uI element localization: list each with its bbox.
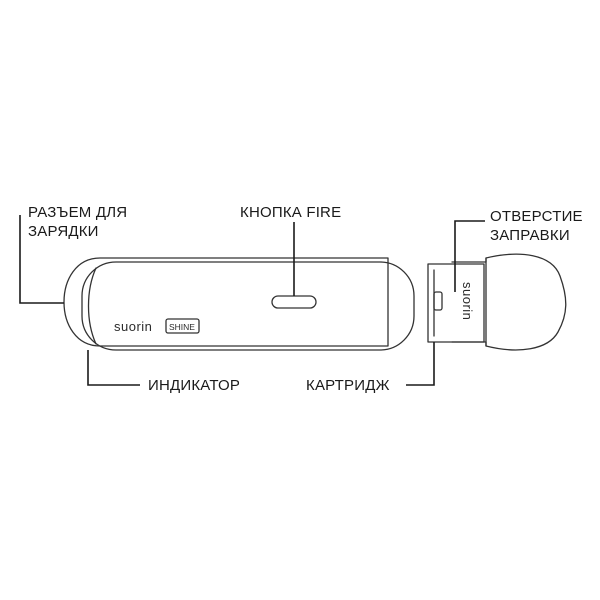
device-brand-text: suorin bbox=[114, 319, 152, 334]
cartridge-cap-outline bbox=[485, 253, 567, 351]
model-badge-text: SHINE bbox=[169, 322, 195, 332]
leader-charging-port bbox=[19, 215, 64, 304]
label-charging-port-line1: РАЗЪЕМ ДЛЯ bbox=[28, 204, 127, 221]
cartridge-connector-body bbox=[427, 263, 485, 343]
labels: РАЗЪЕМ ДЛЯ ЗАРЯДКИ КНОПКА FIRE ОТВЕРСТИЕ… bbox=[28, 204, 583, 394]
label-fill-hole-line2: ЗАПРАВКИ bbox=[490, 227, 570, 244]
cartridge-pod: suorin bbox=[427, 253, 567, 351]
device-front-panel bbox=[81, 261, 415, 351]
cartridge-top-tab bbox=[451, 257, 487, 263]
label-fire-button: КНОПКА FIRE bbox=[240, 204, 341, 221]
label-charging-port-line2: ЗАРЯДКИ bbox=[28, 223, 99, 240]
label-fill-hole-line1: ОТВЕРСТИЕ bbox=[490, 208, 583, 225]
device-outer-shell bbox=[63, 257, 389, 347]
label-cartridge: КАРТРИДЖ bbox=[306, 377, 390, 394]
label-indicator: ИНДИКАТОР bbox=[148, 377, 240, 394]
fire-button-slot bbox=[271, 295, 317, 309]
device-left-edge bbox=[87, 267, 97, 345]
cartridge-brand-text: suorin bbox=[460, 282, 475, 320]
model-badge-frame bbox=[165, 318, 200, 334]
fill-hole bbox=[433, 291, 443, 311]
device-body: suorin SHINE bbox=[63, 257, 415, 351]
leader-fill-hole bbox=[454, 220, 485, 292]
leader-indicator bbox=[87, 350, 140, 386]
leader-lines bbox=[19, 215, 485, 386]
leader-cartridge bbox=[406, 342, 435, 386]
